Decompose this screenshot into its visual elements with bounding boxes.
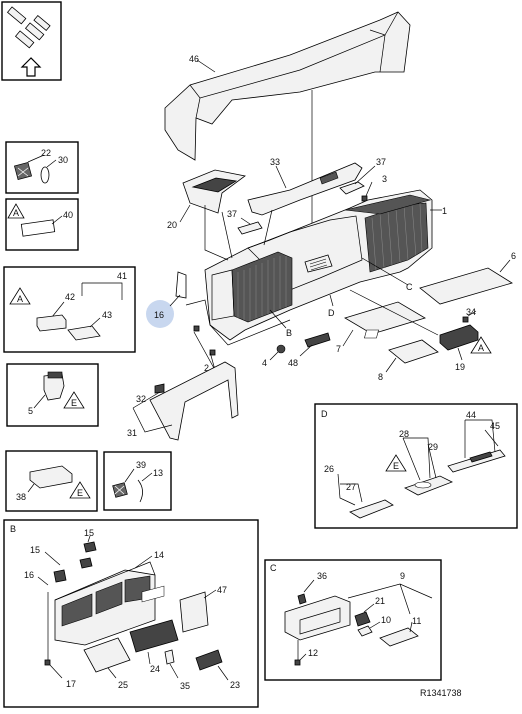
label-26: 26 xyxy=(324,464,334,474)
truck-topview-icon xyxy=(6,6,51,49)
label-46: 46 xyxy=(189,54,199,64)
label-37-top: 37 xyxy=(376,157,386,167)
note-E-box5: E xyxy=(71,398,77,408)
label-3: 3 xyxy=(382,174,387,184)
label-17: 17 xyxy=(66,679,76,689)
detail-D-title: D xyxy=(321,409,328,419)
label-24: 24 xyxy=(150,664,160,674)
label-C: C xyxy=(406,282,413,292)
box-41: A 41 42 43 xyxy=(3,266,136,353)
label-35: 35 xyxy=(180,681,190,691)
label-28: 28 xyxy=(399,429,409,439)
label-36: 36 xyxy=(317,571,327,581)
box-22-30: 22 30 xyxy=(5,141,79,194)
reference-number: R1341738 xyxy=(420,688,462,698)
label-12: 12 xyxy=(308,648,318,658)
orientation-box xyxy=(1,1,62,81)
label-D: D xyxy=(328,308,335,318)
label-7: 7 xyxy=(336,344,341,354)
box-5-E: 5 E xyxy=(6,363,99,427)
label-32: 32 xyxy=(136,394,146,404)
label-23: 23 xyxy=(230,680,240,690)
box-38-E: 38 E xyxy=(5,450,98,512)
label-9: 9 xyxy=(400,571,405,581)
note-A-box41: A xyxy=(17,294,23,304)
label-27: 27 xyxy=(346,482,356,492)
label-42: 42 xyxy=(65,292,75,302)
note-A-box40: A xyxy=(13,208,19,218)
label-40: 40 xyxy=(63,210,73,220)
label-10: 10 xyxy=(381,615,391,625)
label-14: 14 xyxy=(154,550,164,560)
label-25: 25 xyxy=(118,680,128,690)
note-E-box38: E xyxy=(77,488,83,498)
label-33: 33 xyxy=(270,157,280,167)
clip-22-icon xyxy=(13,161,33,181)
label-6: 6 xyxy=(511,251,516,261)
detail-C: C 36 21 10 9 11 12 xyxy=(264,559,442,681)
up-arrow-icon xyxy=(20,57,42,77)
label-8: 8 xyxy=(378,372,383,382)
label-11: 11 xyxy=(412,616,421,626)
part-46-roof-panel xyxy=(164,11,411,161)
label-16: 16 xyxy=(154,310,164,320)
main-dashboard-assembly: 20 33 37 3 xyxy=(127,157,516,441)
label-41: 41 xyxy=(117,271,127,281)
label-2: 2 xyxy=(204,363,209,373)
note-A-main: A xyxy=(478,343,484,353)
label-30: 30 xyxy=(58,155,68,165)
label-43: 43 xyxy=(102,310,112,320)
ring-30-icon xyxy=(40,166,50,184)
label-31: 31 xyxy=(127,428,137,438)
box-A-40: A 40 xyxy=(5,198,79,251)
label-15a: 15 xyxy=(30,545,40,555)
label-5: 5 xyxy=(28,406,33,416)
detail-B-title: B xyxy=(10,524,16,534)
label-45: 45 xyxy=(490,421,500,431)
label-19: 19 xyxy=(455,362,465,372)
box-39-13: 39 13 xyxy=(103,451,172,511)
label-20: 20 xyxy=(167,220,177,230)
label-34: 34 xyxy=(466,307,476,317)
label-39: 39 xyxy=(136,460,146,470)
label-B: B xyxy=(286,328,292,338)
label-29: 29 xyxy=(428,442,438,452)
label-48: 48 xyxy=(288,358,298,368)
label-15b: 15 xyxy=(84,528,94,538)
detail-C-title: C xyxy=(270,563,277,573)
label-4: 4 xyxy=(262,358,267,368)
label-47: 47 xyxy=(217,585,227,595)
label-22: 22 xyxy=(41,148,51,158)
label-21: 21 xyxy=(375,596,385,606)
label-16b: 16 xyxy=(24,570,34,580)
detail-D: D 44 45 28 29 E 26 27 xyxy=(314,403,518,529)
note-E-detailD: E xyxy=(393,461,399,471)
label-1: 1 xyxy=(442,206,447,216)
label-38: 38 xyxy=(16,492,26,502)
label-13: 13 xyxy=(153,468,163,478)
label-44: 44 xyxy=(466,410,476,420)
label-37-lower: 37 xyxy=(227,209,237,219)
detail-B: B 15 15 16 17 14 47 24 35 23 2 xyxy=(3,519,259,708)
